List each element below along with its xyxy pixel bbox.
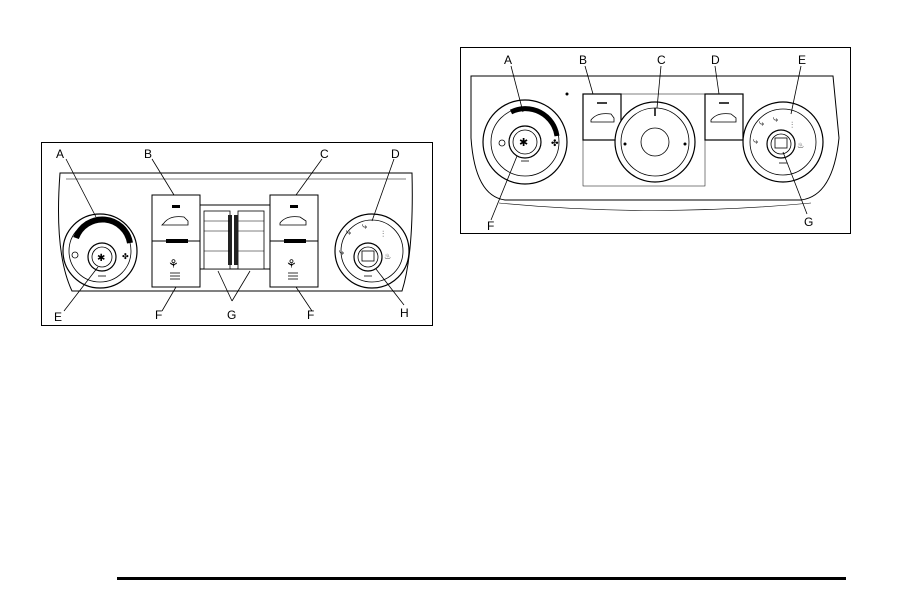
climate-control-diagram-left: ✱ ✤ ⚘ [41, 142, 433, 326]
temperature-thumbwheels [200, 205, 270, 269]
heated-seat-icon-right: ⚘ [286, 257, 297, 271]
callout-C: C [657, 53, 666, 67]
callout-E: E [54, 310, 62, 324]
mode-knob: ⤷ ⤷ ⫶ ⤷ ♨ [743, 102, 823, 182]
outside-air-button [705, 94, 743, 140]
callout-A: A [56, 147, 64, 161]
left-diagram-svg: ✱ ✤ ⚘ [42, 143, 434, 327]
fan-speed-knob: ✱ ✤ [483, 100, 567, 184]
indicator-dot [566, 93, 569, 96]
floor-defrost-mode-icon: ⫶ [791, 120, 793, 130]
page-footer-rule [117, 577, 846, 580]
callout-E: E [798, 53, 806, 67]
floor-defrost-mode-icon: ⫶ [382, 229, 384, 239]
callout-G: G [804, 215, 813, 229]
right-button-panel: ⚘ [270, 195, 318, 287]
ac-snowflake-icon: ✱ [519, 137, 528, 149]
fan-icon: ✤ [122, 252, 129, 261]
fan-speed-knob: ✱ ✤ [63, 214, 137, 288]
fan-icon: ✤ [551, 138, 559, 148]
ac-snowflake-icon: ✱ [97, 253, 105, 264]
climate-control-diagram-right: ✱ ✤ [460, 47, 851, 234]
left-button-panel: ⚘ [152, 195, 200, 287]
callout-F: F [487, 219, 494, 233]
callout-F-left: F [155, 308, 162, 322]
callout-A: A [504, 53, 512, 67]
callout-H: H [400, 306, 409, 320]
callout-B: B [579, 53, 587, 67]
bezel-bottom-curve [499, 203, 811, 211]
mode-knob: ⤷ ⤷ ⫶ ⤷ ♨ [335, 214, 409, 288]
temperature-knob [615, 102, 695, 182]
heated-seat-icon: ⚘ [168, 257, 179, 271]
defrost-icon: ♨ [384, 252, 391, 261]
callout-C: C [320, 147, 329, 161]
recirculation-button [583, 94, 621, 140]
right-diagram-svg: ✱ ✤ [461, 48, 852, 235]
callout-G: G [227, 308, 236, 322]
callout-F-right: F [307, 308, 314, 322]
callout-D: D [391, 147, 400, 161]
defrost-icon: ♨ [797, 141, 804, 150]
callout-D: D [711, 53, 720, 67]
callout-B: B [144, 147, 152, 161]
